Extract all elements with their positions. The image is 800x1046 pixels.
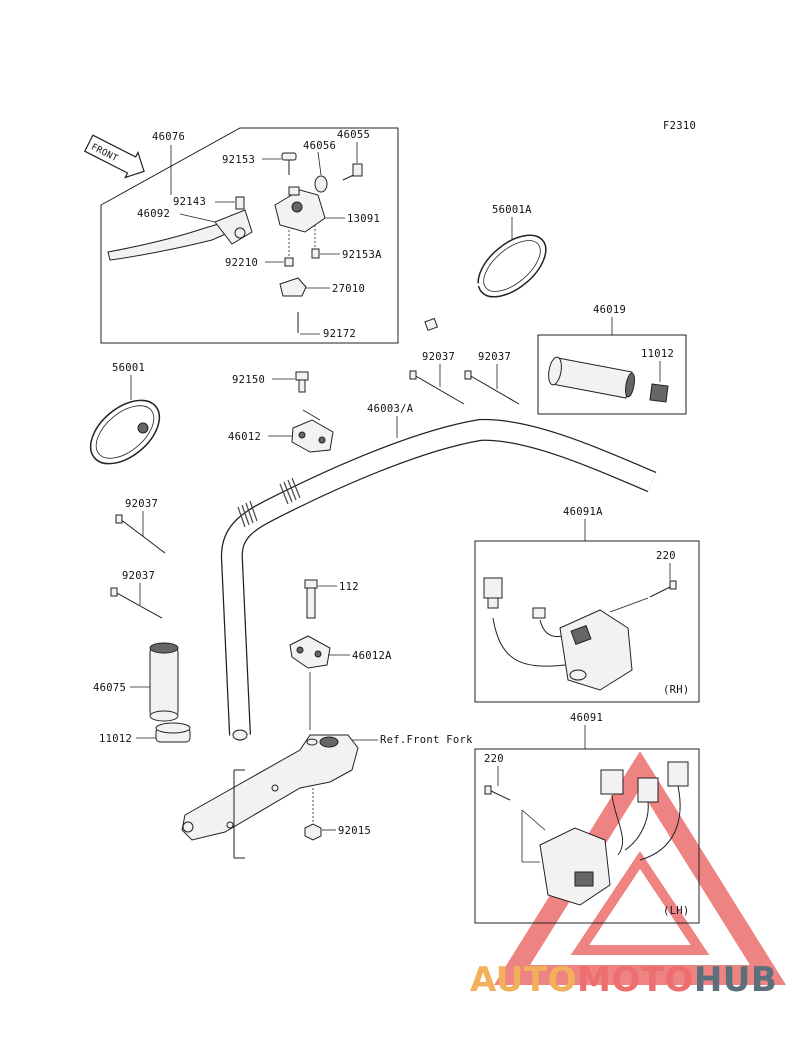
screw-92037-upper-right-part: [464, 370, 520, 405]
grip-46019-part: [548, 356, 635, 399]
top-bridge-front-fork-part: [181, 734, 359, 859]
screw-92037-upper-left-part: [409, 370, 465, 405]
watermark-text-auto: AUTO: [470, 960, 577, 1000]
grip-46075-part: [149, 642, 179, 722]
screw-220-rh-part: [649, 580, 677, 598]
watermark-text-hub: HUB: [693, 960, 778, 1000]
mirror-left-56001-part: [89, 399, 161, 465]
collar-92143-part: [235, 196, 245, 210]
screw-92037-left-upper-part: [115, 514, 166, 554]
label-92015: 92015: [338, 825, 371, 837]
brake-lever-part: [107, 209, 253, 261]
watermark-text-moto: MOTO: [576, 960, 694, 1000]
lever-holder-13091-part: [274, 186, 326, 233]
label-220-rh: 220: [656, 550, 676, 562]
label-46019: 46019: [593, 304, 626, 316]
label-92143: 92143: [173, 196, 206, 208]
label-92037-left-upper: 92037: [125, 498, 158, 510]
label-92210: 92210: [225, 257, 258, 269]
label-92037-upper-right: 92037: [478, 351, 511, 363]
figure-code: F2310: [663, 120, 696, 132]
label-92150: 92150: [232, 374, 265, 386]
label-ref-front-fork: Ref.Front Fork: [380, 734, 473, 746]
label-46091A: 46091A: [563, 506, 603, 518]
watermark-logo-text: AUTOMOTOHUB: [470, 960, 800, 1000]
label-13091: 13091: [347, 213, 380, 225]
label-rh: (RH): [663, 684, 690, 696]
switch-27010-part: [279, 277, 307, 297]
label-112: 112: [339, 581, 359, 593]
label-46012: 46012: [228, 431, 261, 443]
brake-lever-assembly-box: [100, 127, 399, 344]
label-46075: 46075: [93, 682, 126, 694]
mirror-right-56001A-part: [424, 234, 547, 332]
switch-rh-46091A-box: [474, 540, 700, 703]
label-46092: 46092: [137, 208, 170, 220]
label-46091: 46091: [570, 712, 603, 724]
label-56001A: 56001A: [492, 204, 532, 216]
clamp-46012A-part: [289, 635, 331, 669]
nut-92210-part: [284, 257, 294, 267]
label-11012-upper: 11012: [641, 348, 674, 360]
switch-rh-46091A-part: [483, 577, 633, 691]
grip-end-11012-part: [649, 383, 669, 403]
label-lh: (LH): [663, 905, 690, 917]
label-220-lh: 220: [484, 753, 504, 765]
label-56001: 56001: [112, 362, 145, 374]
label-46056: 46056: [303, 140, 336, 152]
bolt-112-part: [304, 579, 318, 619]
screw-92153A-part: [311, 248, 320, 259]
label-92153A: 92153A: [342, 249, 382, 261]
switch-lh-46091-part: [539, 761, 689, 906]
clamp-46012-part: [291, 419, 334, 453]
screw-92153-part: [281, 152, 297, 175]
label-46003A: 46003/A: [367, 403, 414, 415]
label-27010: 27010: [332, 283, 365, 295]
handlebar-46003A-part: [220, 418, 657, 741]
label-11012-lower: 11012: [99, 733, 132, 745]
label-92037-upper-left: 92037: [422, 351, 455, 363]
label-46076: 46076: [152, 131, 185, 143]
label-92153: 92153: [222, 154, 255, 166]
label-46055: 46055: [337, 129, 370, 141]
front-arrow-icon: FRONT: [83, 134, 145, 179]
bolt-46055-part: [342, 163, 363, 181]
nut-92015-part: [304, 823, 322, 841]
label-92037-left-lower: 92037: [122, 570, 155, 582]
screw-220-lh-part: [484, 785, 511, 801]
label-92172: 92172: [323, 328, 356, 340]
grip-end-11012-lower-part: [155, 722, 191, 743]
washer-46056-part: [314, 175, 328, 193]
switch-lh-46091-box: [474, 748, 700, 924]
screw-92037-left-lower-part: [110, 587, 163, 619]
label-46012A: 46012A: [352, 650, 392, 662]
bolt-92150-part: [295, 371, 309, 393]
